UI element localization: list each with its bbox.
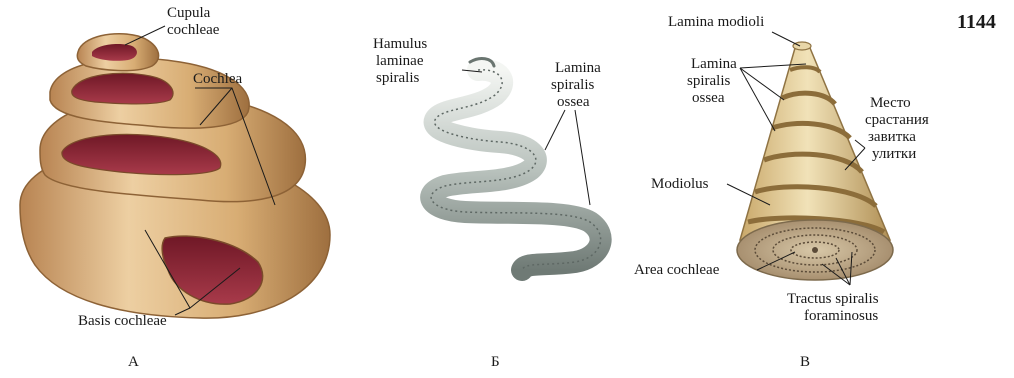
label-tractus-line2: foraminosus (804, 308, 878, 325)
cochlea-shell-drawing (20, 34, 330, 318)
label-hamulus-line2: laminae (376, 53, 423, 70)
label-tractus-line1: Tractus spiralis (787, 291, 879, 308)
modiolus-cone-drawing (737, 42, 893, 280)
label-mesto-line4: улитки (872, 146, 916, 163)
page-number: 1144 (957, 14, 996, 31)
label-lamina-c-line2: spiralis (687, 73, 730, 90)
panel-letter-a: А (128, 354, 139, 371)
label-basis-cochleae: Basis cochleae (78, 313, 167, 330)
label-mesto-line3: завитка (868, 129, 916, 146)
label-cupula-line1: Cupula (167, 5, 210, 22)
label-hamulus-line3: spiralis (376, 70, 419, 87)
label-area-cochleae: Area cochleae (634, 262, 719, 279)
label-modiolus: Modiolus (651, 176, 709, 193)
label-lamina-b-line1: Lamina (555, 60, 601, 77)
label-lamina-c-line3: ossea (692, 90, 725, 107)
panel-letter-c: В (800, 354, 810, 371)
label-lamina-modioli: Lamina modioli (668, 14, 764, 31)
label-mesto-line2: срастания (865, 112, 929, 129)
label-lamina-b-line2: spiralis (551, 77, 594, 94)
label-cochlea: Cochlea (193, 71, 242, 88)
panel-letter-b: Б (491, 354, 500, 371)
label-lamina-b-line3: ossea (557, 94, 590, 111)
label-hamulus-line1: Hamulus (373, 36, 427, 53)
label-mesto-line1: Место (870, 95, 911, 112)
label-cupula-line2: cochleae (167, 22, 219, 39)
label-lamina-c-line1: Lamina (691, 56, 737, 73)
